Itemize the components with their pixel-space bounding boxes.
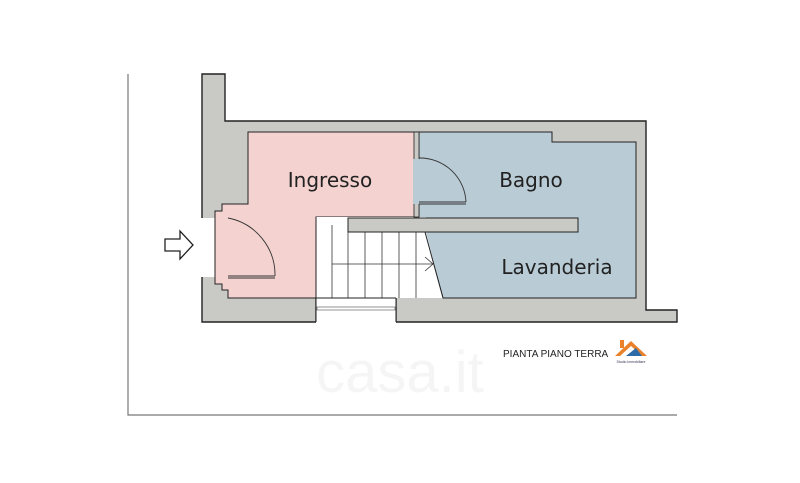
bagno-door-opening [413, 159, 421, 204]
partition-wall [347, 217, 579, 233]
label-ingresso: Ingresso [288, 168, 372, 192]
label-lavanderia: Lavanderia [501, 255, 612, 279]
entry-door [227, 217, 276, 279]
site-boundary [127, 74, 677, 416]
logo-text: Studio Immobiliare [617, 360, 646, 364]
entry-opening [201, 218, 216, 277]
stair-opening [316, 298, 396, 323]
bagno-door [418, 157, 467, 205]
watermark: casa.it [316, 340, 484, 405]
label-bagno: Bagno [499, 168, 563, 192]
entrance-arrow-icon [164, 229, 194, 261]
agency-logo: Studio Immobiliare [615, 340, 647, 364]
plan-caption: PIANTA PIANO TERRA [503, 349, 609, 360]
stair-direction-arrow [332, 256, 434, 272]
stair-treads [331, 225, 417, 298]
